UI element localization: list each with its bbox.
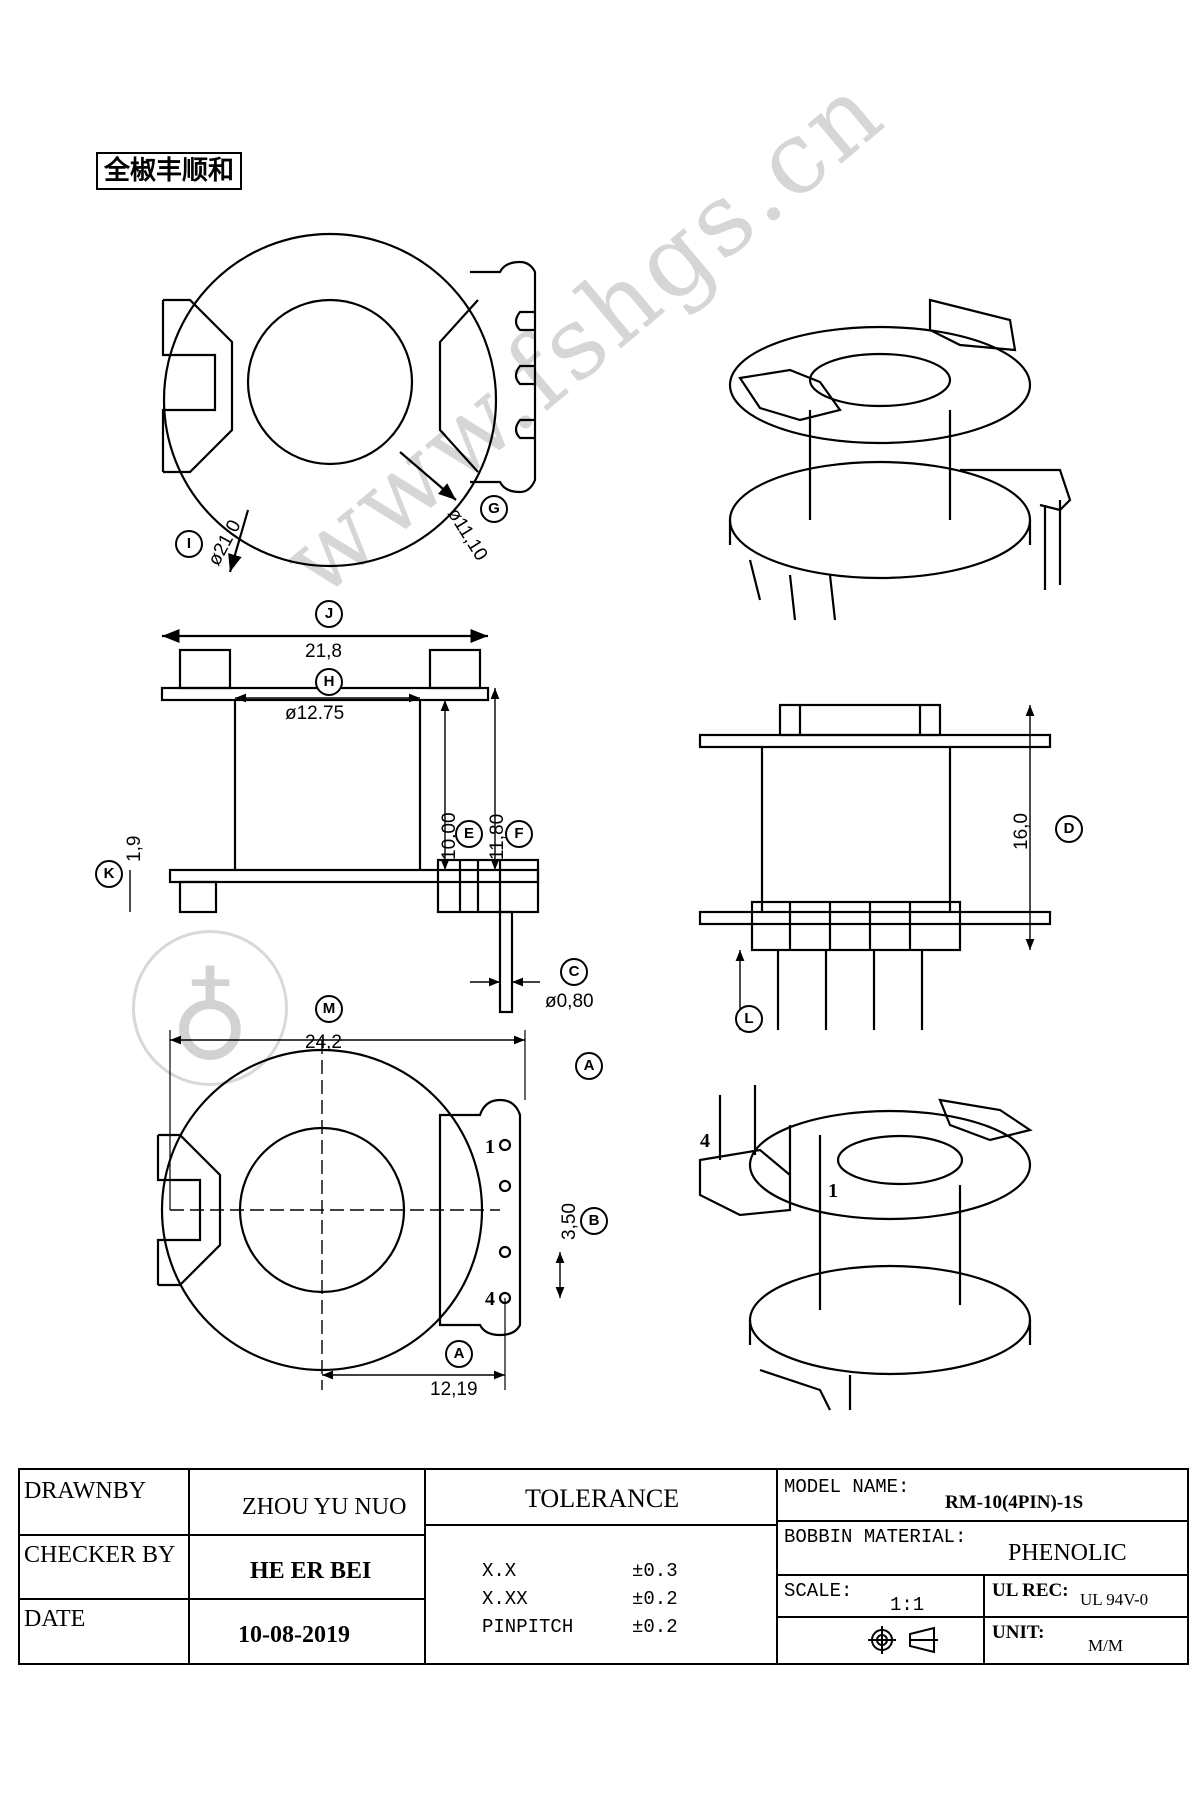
drawn-by-label: DRAWNBY xyxy=(24,1478,147,1504)
tolerance-value-2: ±0.2 xyxy=(632,1588,678,1610)
iso-pin-label-4: 4 xyxy=(700,1130,710,1152)
pin-label-4: 4 xyxy=(485,1288,495,1310)
isometric-view-top xyxy=(728,298,1072,621)
dimension-K-value: 1,9 xyxy=(124,835,145,862)
iso-pin-label-1: 1 xyxy=(828,1180,838,1202)
dimension-H-value: ø12.75 xyxy=(285,703,345,724)
checker-by-label: CHECKER BY xyxy=(24,1542,176,1568)
first-angle-projection-icon xyxy=(868,1626,938,1654)
bobbin-material-value: PHENOLIC xyxy=(1008,1540,1127,1566)
tolerance-label: TOLERANCE xyxy=(525,1484,680,1513)
unit-label: UNIT: xyxy=(992,1622,1045,1643)
bobbin-material-label: BOBBIN MATERIAL: xyxy=(784,1526,967,1548)
model-name-label: MODEL NAME: xyxy=(784,1476,910,1498)
date-value: 10-08-2019 xyxy=(238,1622,350,1648)
dimension-tag-J: J xyxy=(315,600,343,628)
dimension-tag-G: G xyxy=(480,495,508,523)
dimension-tag-M: M xyxy=(315,995,343,1023)
dimension-tag-A-lower: A xyxy=(445,1340,473,1368)
top-view xyxy=(161,232,537,573)
tolerance-value-3: ±0.2 xyxy=(632,1616,678,1638)
checker-by-value: HE ER BEI xyxy=(250,1558,372,1584)
dimension-tag-L: L xyxy=(735,1005,763,1033)
logo-watermark-icon: ♁ xyxy=(132,930,288,1086)
tolerance-name-2: X.XX xyxy=(482,1588,528,1610)
ul-rec-value: UL 94V-0 xyxy=(1080,1590,1149,1609)
dimension-M-value: 24,2 xyxy=(305,1032,342,1053)
tolerance-value-1: ±0.3 xyxy=(632,1560,678,1582)
model-name-value: RM-10(4PIN)-1S xyxy=(945,1492,1084,1513)
dimension-tag-H: H xyxy=(315,668,343,696)
dimension-A-lower-value: 12,19 xyxy=(430,1379,478,1400)
company-name: 全椒丰顺和 xyxy=(96,152,243,190)
dimension-tag-K: K xyxy=(95,860,123,888)
dimension-B-value: 3,50 xyxy=(559,1203,580,1240)
tolerance-name-3: PINPITCH xyxy=(482,1616,574,1638)
dimension-tag-D: D xyxy=(1055,815,1083,843)
dimension-tag-E: E xyxy=(455,820,483,848)
date-label: DATE xyxy=(24,1606,86,1632)
dimension-tag-B: B xyxy=(580,1207,608,1235)
dimension-tag-F: F xyxy=(505,820,533,848)
scale-label: SCALE: xyxy=(784,1580,853,1602)
scale-value: 1:1 xyxy=(890,1594,925,1616)
bottom-view xyxy=(156,1030,565,1390)
dimension-D-value: 16,0 xyxy=(1011,813,1032,850)
unit-value: M/M xyxy=(1088,1636,1123,1655)
ul-rec-label: UL REC: xyxy=(992,1580,1069,1601)
pin-label-1: 1 xyxy=(485,1136,495,1158)
dimension-tag-I: I xyxy=(175,530,203,558)
dimension-J-value: 21,8 xyxy=(305,641,342,662)
dimension-tag-C: C xyxy=(560,958,588,986)
tolerance-name-1: X.X xyxy=(482,1560,517,1582)
dimension-tag-A: A xyxy=(575,1052,603,1080)
side-view xyxy=(698,703,1052,1030)
isometric-view-bottom xyxy=(698,1085,1033,1411)
drawn-by-value: ZHOU YU NUO xyxy=(242,1494,407,1520)
dimension-C-value: ø0,80 xyxy=(545,991,594,1012)
title-block: DRAWNBY CHECKER BY DATE ZHOU YU NUO HE E… xyxy=(18,1468,1189,1665)
